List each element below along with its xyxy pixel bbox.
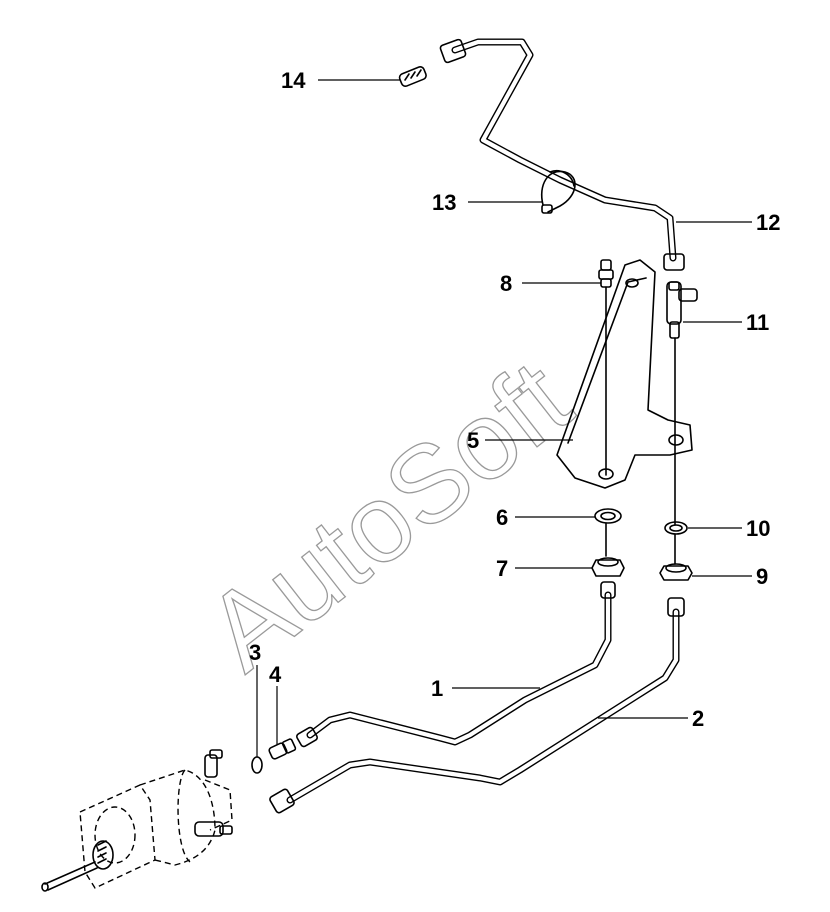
callout-4: 4 (269, 662, 282, 687)
clip-13 (541, 170, 576, 214)
callout-11: 11 (746, 310, 769, 335)
slave-cylinder (41, 749, 233, 892)
callout-10: 10 (746, 516, 770, 541)
nut-7 (591, 557, 625, 577)
fitting-14 (398, 66, 427, 88)
tee-fitting-11 (666, 281, 698, 526)
washer-3 (251, 756, 263, 774)
brake-line-2 (269, 597, 685, 814)
nut-9 (659, 563, 693, 581)
bracket-5 (556, 259, 693, 489)
fitting-4 (268, 738, 297, 760)
leader-lines (256, 79, 752, 757)
callout-1: 1 (431, 676, 443, 701)
callout-8: 8 (500, 271, 512, 296)
brake-line-1 (296, 581, 616, 748)
callout-3: 3 (249, 640, 261, 665)
callout-5: 5 (467, 428, 479, 453)
upper-brake-line (439, 38, 685, 271)
washer-10 (664, 521, 688, 565)
callout-9: 9 (756, 564, 768, 589)
callout-6: 6 (496, 505, 508, 530)
washer-6 (594, 508, 622, 557)
callout-labels: 14 13 12 8 11 5 6 7 10 9 1 2 3 4 (249, 68, 780, 731)
watermark: AutoSoft (184, 337, 592, 694)
bleeder-8 (598, 259, 614, 476)
callout-7: 7 (496, 556, 508, 581)
callout-12: 12 (756, 210, 780, 235)
callout-13: 13 (432, 190, 456, 215)
callout-2: 2 (692, 706, 704, 731)
callout-14: 14 (281, 68, 306, 93)
